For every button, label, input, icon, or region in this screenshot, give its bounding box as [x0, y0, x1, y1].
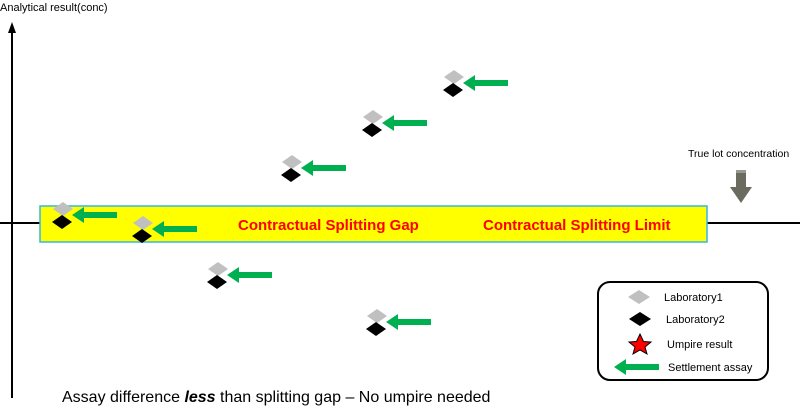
lab2-diamond-icon — [132, 229, 152, 243]
settlement-arrow-icon — [382, 115, 427, 131]
band-label-limit: Contractual Splitting Limit — [483, 217, 671, 234]
lab2-diamond-icon — [207, 275, 227, 289]
lab2-diamond-icon — [281, 168, 301, 182]
lab1-diamond-icon — [133, 216, 153, 230]
band-label-gap: Contractual Splitting Gap — [238, 217, 419, 234]
legend-umpire-label: Umpire result — [667, 339, 732, 351]
lab1-diamond-icon — [53, 202, 73, 216]
sample-pair — [52, 202, 117, 229]
caption: Assay difference less than splitting gap… — [62, 389, 490, 406]
legend-lab2-diamond-icon — [629, 312, 651, 326]
legend-settlement-label: Settlement assay — [668, 362, 753, 374]
caption-pre: Assay difference — [62, 389, 184, 406]
settlement-arrow-icon — [227, 267, 272, 283]
lab2-diamond-icon — [366, 322, 386, 336]
settlement-arrow-icon — [301, 160, 346, 176]
legend-box — [597, 281, 769, 381]
legend-lab2-label: Laboratory2 — [666, 314, 725, 326]
sample-pair — [207, 262, 272, 289]
y-axis-arrowhead — [8, 22, 16, 33]
lab2-diamond-icon — [362, 123, 382, 137]
lab2-diamond-icon — [52, 215, 72, 229]
lab2-diamond-icon — [443, 83, 463, 97]
sample-pair — [132, 216, 197, 243]
y-axis-label: Analytical result(conc) — [0, 2, 108, 14]
legend-lab1-label: Laboratory1 — [664, 292, 723, 304]
sample-pair — [281, 155, 346, 182]
lab1-diamond-icon — [282, 155, 302, 169]
legend-umpire-star-icon — [627, 332, 653, 356]
lab1-diamond-icon — [363, 110, 383, 124]
legend-lab1-diamond-icon — [628, 290, 650, 304]
lab1-diamond-icon — [367, 309, 387, 323]
true-lot-label: True lot concentration — [688, 148, 789, 160]
sample-pair — [443, 70, 508, 97]
sample-pair — [366, 309, 431, 336]
caption-post: than splitting gap – No umpire needed — [216, 389, 491, 406]
settlement-arrow-icon — [463, 75, 508, 91]
caption-emph: less — [184, 389, 215, 406]
lab1-diamond-icon — [208, 262, 228, 276]
sample-points — [52, 70, 508, 336]
settlement-arrow-icon — [386, 314, 431, 330]
lab1-diamond-icon — [444, 70, 464, 84]
true-lot-arrow-icon — [730, 170, 752, 203]
sample-pair — [362, 110, 427, 137]
